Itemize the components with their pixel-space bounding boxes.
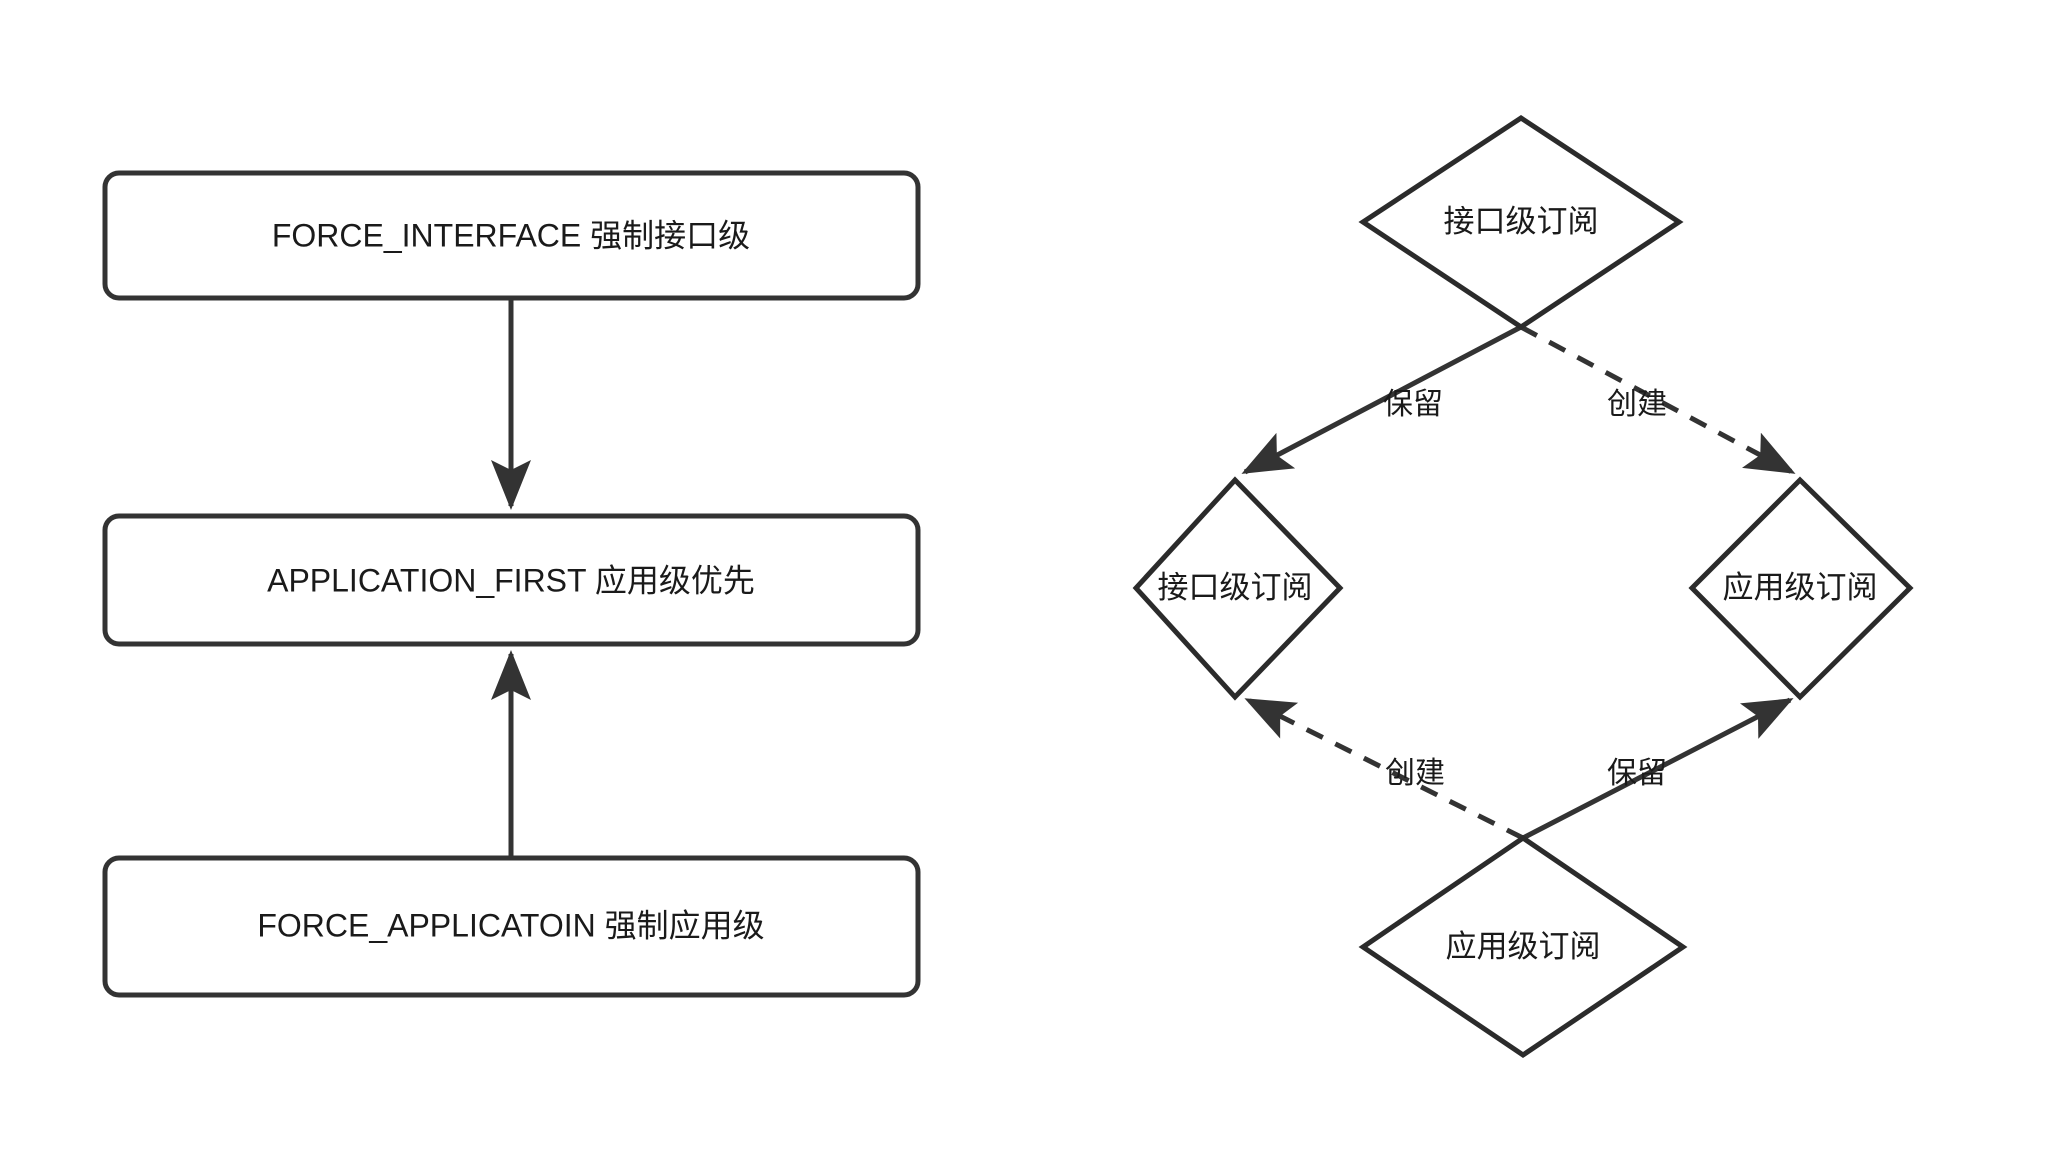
node-application-first-label: APPLICATION_FIRST 应用级优先 — [267, 562, 755, 598]
node-force-interface[interactable]: FORCE_INTERFACE 强制接口级 — [102, 170, 921, 301]
edge-line-create-bottom — [1244, 697, 1525, 841]
node-mid-interface-label: 接口级订阅 — [1158, 570, 1313, 605]
node-force-application[interactable]: FORCE_APPLICATOIN 强制应用级 — [102, 855, 921, 998]
edge-label-retain-bottom: 保留 — [1607, 757, 1667, 790]
edge-label-create-top: 创建 — [1607, 388, 1667, 421]
edge-line-create-top — [1519, 324, 1796, 475]
edge-line-retain-top — [1241, 324, 1523, 475]
edge-bottom-to-mid-application: 保留 — [1521, 697, 1794, 841]
right-flow-group: 保留 创建 创建 保留 接口级订阅 — [1132, 115, 1914, 1059]
node-top-interface[interactable]: 接口级订阅 — [1358, 115, 1684, 331]
node-top-interface-label: 接口级订阅 — [1444, 204, 1599, 239]
edge-label-retain-top: 保留 — [1383, 388, 1443, 421]
node-mid-application[interactable]: 应用级订阅 — [1688, 476, 1914, 701]
node-top-interface-shape[interactable] — [1358, 115, 1684, 331]
edge-top-to-mid-application: 创建 — [1519, 324, 1796, 475]
node-mid-application-label: 应用级订阅 — [1723, 570, 1878, 605]
node-force-application-label: FORCE_APPLICATOIN 强制应用级 — [257, 907, 764, 943]
node-force-application-shape[interactable] — [102, 855, 921, 998]
node-bottom-application-shape[interactable] — [1358, 834, 1688, 1059]
node-application-first[interactable]: APPLICATION_FIRST 应用级优先 — [102, 513, 921, 647]
node-mid-interface-shape[interactable] — [1132, 476, 1344, 701]
edge-top-to-mid-interface: 保留 — [1241, 324, 1523, 475]
edge-bottom-to-mid-interface: 创建 — [1244, 697, 1525, 841]
node-mid-interface[interactable]: 接口级订阅 — [1132, 476, 1344, 701]
left-flow-group: FORCE_INTERFACE 强制接口级 APPLICATION_FIRST … — [102, 170, 921, 998]
edge-line-retain-bottom — [1521, 697, 1794, 841]
node-application-first-shape[interactable] — [102, 513, 921, 647]
node-bottom-application[interactable]: 应用级订阅 — [1358, 834, 1688, 1059]
node-force-interface-label: FORCE_INTERFACE 强制接口级 — [272, 217, 750, 253]
edge-label-create-bottom: 创建 — [1385, 757, 1445, 790]
node-mid-application-shape[interactable] — [1688, 476, 1914, 701]
node-bottom-application-label: 应用级订阅 — [1446, 929, 1601, 964]
